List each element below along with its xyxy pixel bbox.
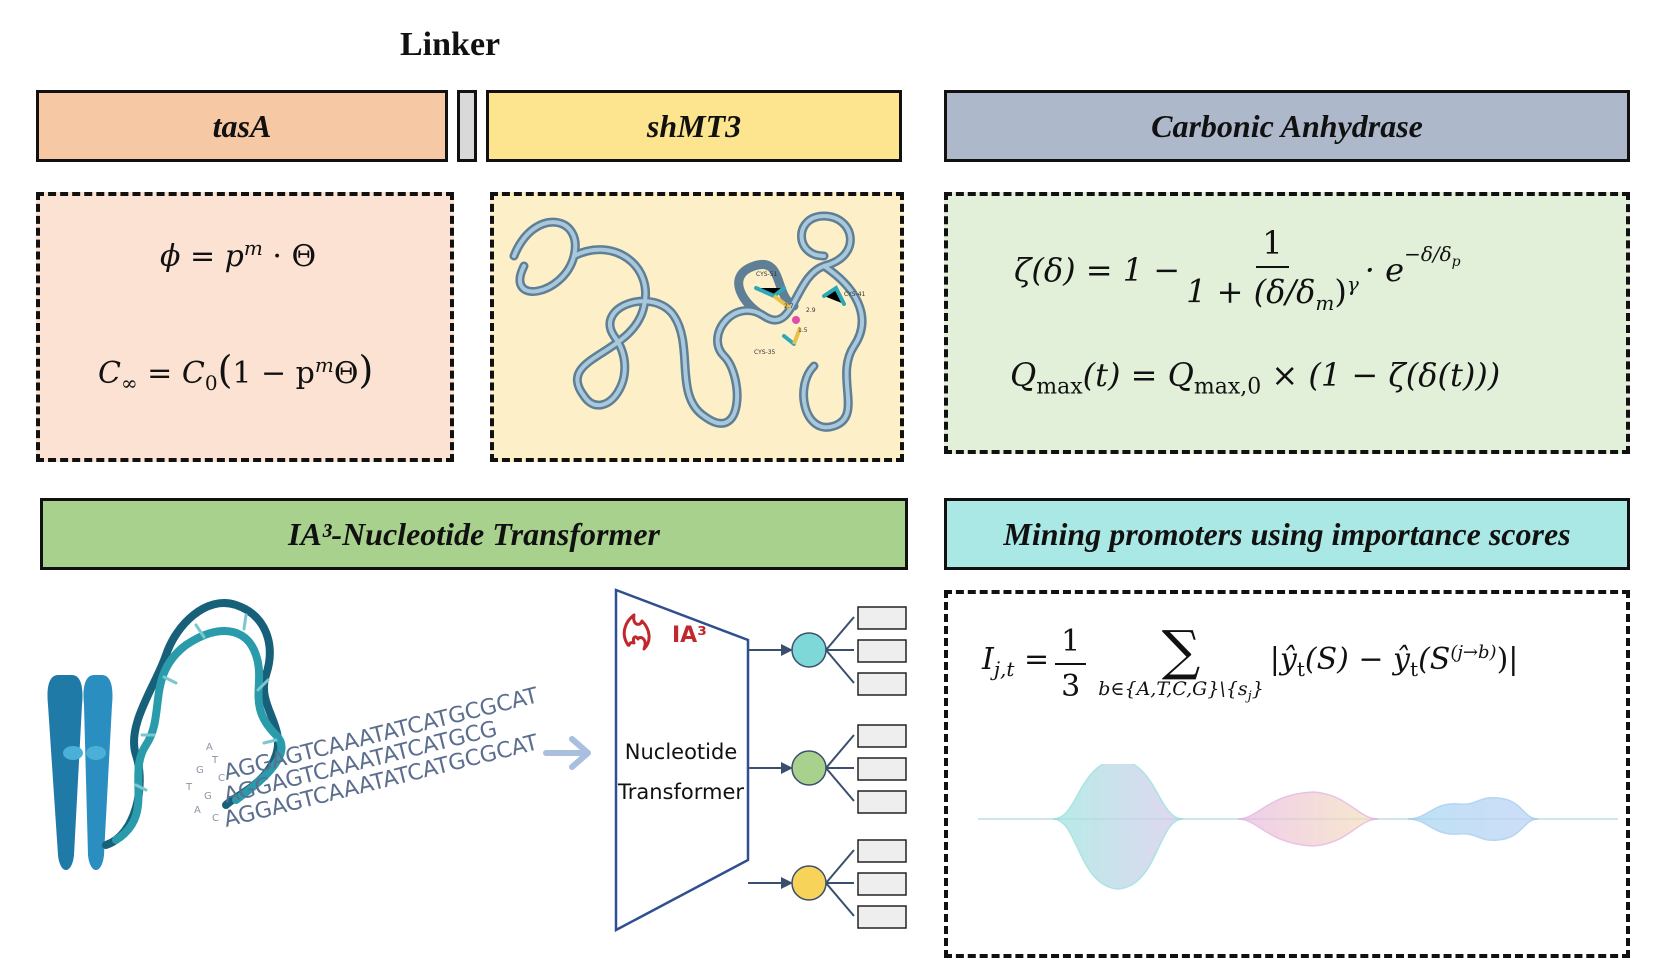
cys51-label: CYS-51 — [756, 271, 778, 278]
distance-label-3: 1.5 — [798, 327, 808, 334]
arrow-icon — [543, 736, 591, 770]
shmt3-header: shMT3 — [486, 90, 902, 162]
ia3-label: IA³ — [672, 623, 707, 648]
tasa-equation-2: C∞ = C0(1 − pmΘ) — [98, 348, 374, 395]
chromosome-icon — [47, 675, 113, 870]
protein-structure: CYS-51 CYS-41 CYS-35 2.7 2.9 1.5 — [509, 211, 867, 432]
tasa-header: tasA — [36, 90, 448, 162]
model-name-line1: Nucleotide — [625, 740, 738, 764]
output-box — [857, 639, 907, 663]
linker-box — [457, 90, 477, 162]
tasa-equation-panel: ϕ = pm · Θ C∞ = C0(1 − pmΘ) — [36, 192, 454, 462]
output-box — [857, 905, 907, 929]
svg-text:C: C — [218, 773, 225, 784]
output-box — [857, 724, 907, 748]
svg-text:G: G — [204, 791, 212, 802]
output-node-1 — [791, 632, 827, 668]
output-box — [857, 790, 907, 814]
svg-text:G: G — [196, 765, 204, 776]
transformer-block — [614, 588, 750, 933]
dna-helix-icon — [102, 599, 286, 849]
svg-text:C: C — [212, 813, 219, 824]
svg-text:T: T — [185, 782, 193, 793]
output-box — [857, 757, 907, 781]
importance-waveform — [978, 764, 1618, 890]
cys35-label: CYS-35 — [754, 349, 776, 356]
distance-label-1: 2.7 — [784, 303, 794, 310]
cys41-label: CYS-41 — [844, 291, 866, 298]
flame-icon — [622, 613, 651, 651]
transformer-header: IA³-Nucleotide Transformer — [40, 498, 908, 570]
output-node-3 — [791, 865, 827, 901]
output-box — [857, 872, 907, 896]
svg-text:T: T — [211, 755, 219, 766]
shmt3-structure-panel: CYS-51 CYS-41 CYS-35 2.7 2.9 1.5 — [490, 192, 904, 462]
svg-text:A: A — [206, 742, 213, 753]
output-box — [857, 672, 907, 696]
output-node-2 — [791, 750, 827, 786]
svg-text:A: A — [194, 805, 201, 816]
carbonic-anhydrase-header: Carbonic Anhydrase — [944, 90, 1630, 162]
output-box — [857, 606, 907, 630]
linker-label: Linker — [400, 26, 501, 63]
mining-header: Mining promoters using importance scores — [944, 498, 1630, 570]
model-name-line2: Transformer — [617, 780, 744, 804]
distance-label-2: 2.9 — [806, 307, 816, 314]
tasa-equation-1: ϕ = pm · Θ — [160, 236, 317, 274]
output-box — [857, 839, 907, 863]
carbonic-equation-2: Qmax(t) = Qmax,0 × (1 − ζ(δ(t))) — [1010, 356, 1501, 400]
